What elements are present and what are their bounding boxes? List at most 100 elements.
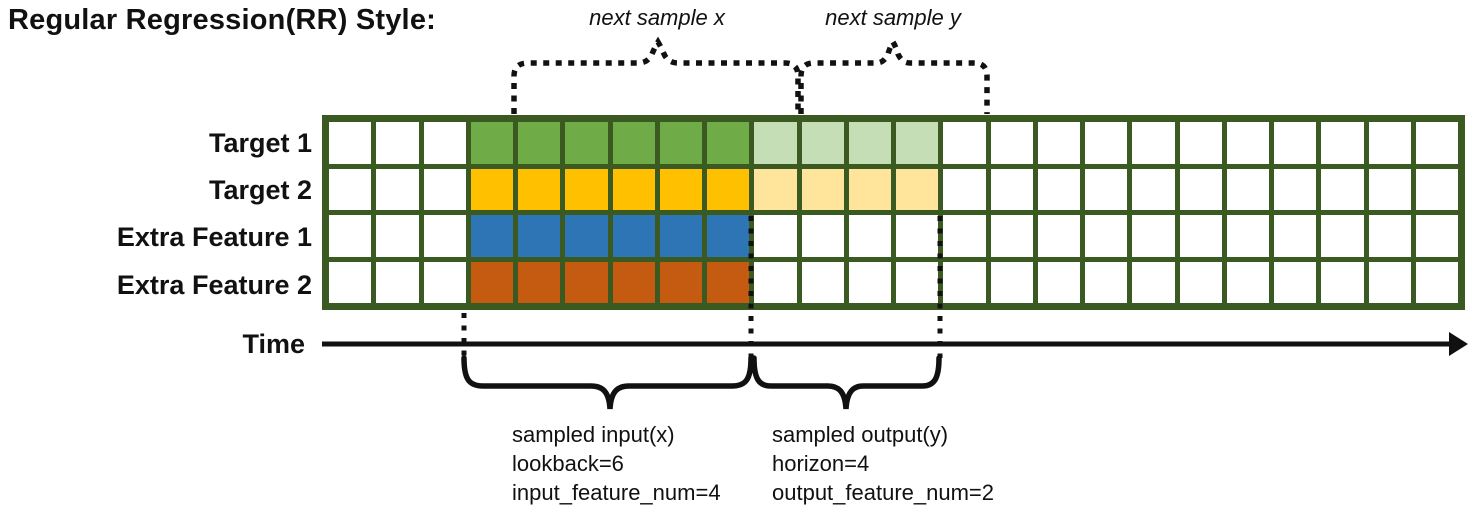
grid-cell (329, 168, 372, 210)
grid-cell (470, 261, 513, 303)
grid-cell (565, 168, 608, 210)
grid-cell (1085, 215, 1128, 257)
grid-cell (1368, 168, 1411, 210)
grid-cell (612, 122, 655, 164)
grid-cell (754, 122, 797, 164)
sampled-input-annotation: sampled input(x) lookback=6 input_featur… (512, 420, 721, 507)
next-sample-x-brace (511, 36, 801, 114)
grid-cell (1415, 122, 1458, 164)
grid-cell (565, 122, 608, 164)
grid-cell (659, 261, 702, 303)
grid-cell (1321, 122, 1364, 164)
row-label-extra-feature-2: Extra Feature 2 (116, 270, 312, 300)
grid-cell (1085, 122, 1128, 164)
grid-cell (990, 122, 1033, 164)
grid-cell (1415, 215, 1458, 257)
grid-cell (659, 122, 702, 164)
grid-cell (612, 168, 655, 210)
next-sample-y-label: next sample y (825, 5, 961, 30)
grid-cell (376, 122, 419, 164)
grid-cell (990, 215, 1033, 257)
grid-cell (1179, 215, 1222, 257)
grid-cell (612, 261, 655, 303)
grid-cell (565, 261, 608, 303)
grid-cell (848, 168, 891, 210)
grid-cell (1321, 168, 1364, 210)
grid-cell (801, 122, 844, 164)
grid-cell (659, 168, 702, 210)
grid-cell (1226, 168, 1269, 210)
time-axis-arrowhead (1449, 332, 1468, 356)
grid-cell (612, 215, 655, 257)
grid-cell (1085, 168, 1128, 210)
time-series-grid (322, 115, 1465, 310)
row-label-extra-feature-1: Extra Feature 1 (116, 222, 312, 252)
grid-cell (1368, 261, 1411, 303)
grid-cell (707, 215, 750, 257)
grid-cell (896, 215, 939, 257)
grid-cell (1226, 261, 1269, 303)
grid-cell (801, 215, 844, 257)
grid-cell (1132, 261, 1175, 303)
grid-cell (1415, 261, 1458, 303)
grid-cell (1321, 261, 1364, 303)
grid-cell (518, 122, 561, 164)
grid-cell (1037, 168, 1080, 210)
grid-cell (1179, 261, 1222, 303)
grid-cell (707, 168, 750, 210)
grid-cell (754, 261, 797, 303)
grid-cell (1132, 122, 1175, 164)
next-sample-y-brace (798, 36, 990, 114)
grid-cell (376, 215, 419, 257)
grid-cell (896, 168, 939, 210)
grid-cell (1132, 215, 1175, 257)
grid-cell (1179, 168, 1222, 210)
grid-cell (518, 261, 561, 303)
input-feature-num-value: input_feature_num=4 (512, 480, 721, 505)
grid-cell (801, 261, 844, 303)
grid-cell (1368, 122, 1411, 164)
page-title: Regular Regression(RR) Style: (8, 4, 436, 36)
sampled-output-brace (751, 355, 942, 410)
grid-cell (1179, 122, 1222, 164)
grid-cell (943, 122, 986, 164)
grid-cell (943, 168, 986, 210)
grid-cell (470, 215, 513, 257)
sampled-output-annotation: sampled output(y) horizon=4 output_featu… (772, 420, 994, 507)
grid-cell (943, 261, 986, 303)
grid-cell (1321, 215, 1364, 257)
grid-cell (1274, 215, 1317, 257)
grid-cell (376, 261, 419, 303)
grid-cell (470, 168, 513, 210)
grid-cell (990, 168, 1033, 210)
grid-cell (659, 215, 702, 257)
grid-cell (329, 261, 372, 303)
grid-cell (1274, 122, 1317, 164)
grid-cell (1226, 122, 1269, 164)
sampled-input-title: sampled input(x) (512, 422, 675, 447)
grid-cell (1037, 261, 1080, 303)
grid-cell (848, 122, 891, 164)
time-axis-label: Time (242, 329, 305, 359)
grid-cell (754, 215, 797, 257)
grid-cell (518, 168, 561, 210)
sampled-output-title: sampled output(y) (772, 422, 949, 447)
grid-cell (565, 215, 608, 257)
grid-cell (518, 215, 561, 257)
output-feature-num-value: output_feature_num=2 (772, 480, 995, 505)
grid-cell (896, 122, 939, 164)
row-labels: Target 1 Target 2 Extra Feature 1 Extra … (0, 0, 312, 310)
grid-cell (470, 122, 513, 164)
row-label-target-1: Target 1 (208, 128, 312, 158)
grid-cell (1037, 122, 1080, 164)
grid-cell (329, 122, 372, 164)
grid-cell (1415, 168, 1458, 210)
grid-cell (896, 261, 939, 303)
grid-cell (1274, 261, 1317, 303)
grid-cell (707, 261, 750, 303)
grid-cell (329, 215, 372, 257)
horizon-value: horizon=4 (772, 451, 870, 476)
grid-cell (848, 261, 891, 303)
grid-cell (1037, 215, 1080, 257)
